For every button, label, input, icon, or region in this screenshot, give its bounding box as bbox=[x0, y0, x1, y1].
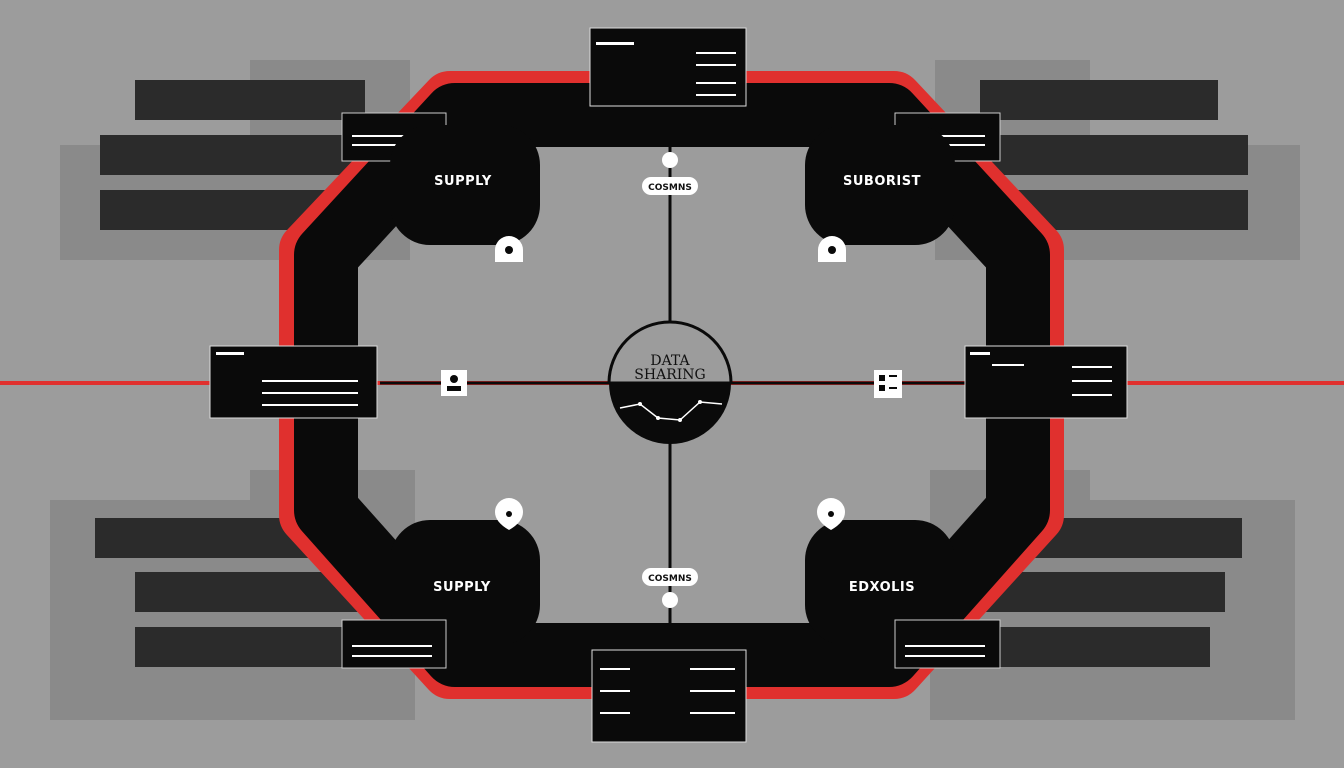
bottom-panel bbox=[591, 649, 747, 743]
pill-bottom: COSMNS bbox=[642, 568, 698, 586]
left-panel bbox=[209, 345, 378, 419]
right-panel bbox=[964, 345, 1128, 419]
center-hub: DATA SHARING bbox=[607, 320, 733, 444]
node-top-right: SUBORIST bbox=[805, 112, 1001, 245]
node-bottom-right-label: EDXOLIS bbox=[849, 580, 915, 595]
pill-bottom-label: COSMNS bbox=[648, 574, 692, 584]
lock-icon bbox=[495, 236, 523, 262]
node-top-left: SUPPLY bbox=[341, 112, 540, 245]
pin-icon bbox=[817, 498, 845, 530]
pin-icon bbox=[495, 498, 523, 530]
node-top-right-label: SUBORIST bbox=[843, 174, 921, 189]
node-bottom-left-label: SUPPLY bbox=[433, 580, 491, 595]
center-title-line2: SHARING bbox=[634, 367, 705, 383]
user-icon bbox=[441, 370, 467, 396]
pill-top-label: COSMNS bbox=[648, 183, 692, 193]
node-bottom-right: EDXOLIS bbox=[805, 520, 1001, 669]
pill-top: COSMNS bbox=[642, 177, 698, 195]
top-panel bbox=[589, 27, 747, 107]
node-bottom-left: SUPPLY bbox=[341, 520, 540, 669]
database-icon bbox=[874, 370, 902, 398]
lock-icon bbox=[818, 236, 846, 262]
dot-icon bbox=[662, 152, 678, 608]
center-title-line1: DATA bbox=[650, 353, 690, 369]
node-top-left-label: SUPPLY bbox=[434, 174, 492, 189]
